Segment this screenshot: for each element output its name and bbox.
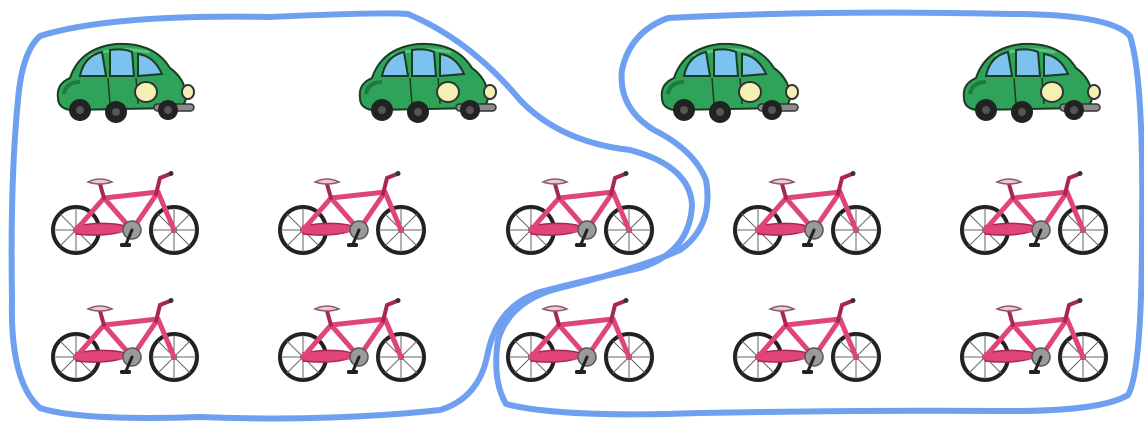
bicycle-icon [280, 171, 424, 253]
bicycle-icon [53, 298, 197, 380]
bicycle-icon [962, 298, 1106, 380]
car-icon [659, 41, 800, 125]
bicycle-icon [53, 171, 197, 253]
right-group-outline [493, 9, 1144, 418]
bicycle-icon [735, 298, 879, 380]
bicycle-icon [735, 171, 879, 253]
bicycle-icon [280, 298, 424, 380]
bicycle-icon [508, 171, 652, 253]
car-icon [961, 41, 1102, 125]
bicycle-icon [962, 171, 1106, 253]
car-icon [55, 41, 196, 125]
bicycle-icon [508, 298, 652, 380]
